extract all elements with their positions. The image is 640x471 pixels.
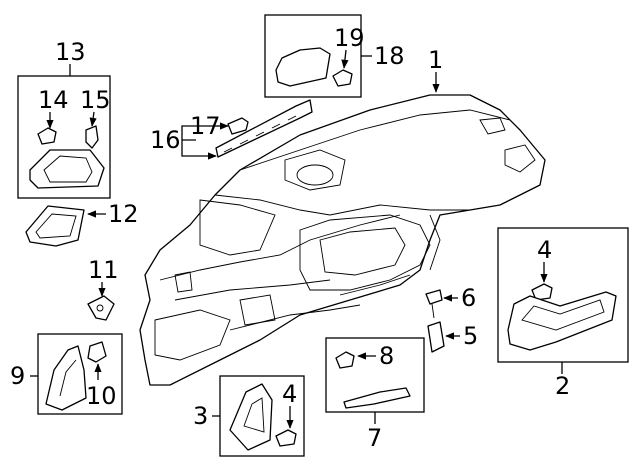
part-4-clip-b [275,429,297,447]
callout-18: 18 [374,42,405,70]
part-13-bezel [29,149,105,189]
callout-8: 8 [379,342,394,370]
box-13 [17,75,111,199]
part-12-tray [25,205,85,247]
part-11-clip [87,295,115,321]
leaders [30,49,563,429]
callout-15: 15 [80,86,111,114]
callout-4-a: 4 [537,236,552,264]
callout-14: 14 [38,86,69,114]
callout-3: 3 [193,402,208,430]
part-6-screw [425,289,443,319]
part-9-trim [45,345,87,411]
callout-16: 16 [150,126,181,154]
box-2 [497,227,629,363]
callout-1: 1 [428,46,443,74]
callout-6: 6 [461,284,476,312]
callout-10: 10 [86,382,117,410]
part-16-defroster-strip [215,99,313,158]
part-18-cover [275,47,331,87]
part-7-trim [343,387,411,409]
callout-19: 19 [334,24,365,52]
part-17-clip [227,117,249,135]
part-14-clip [37,127,57,145]
part-5-bracket [427,321,445,353]
part-10-clip [87,341,107,363]
callout-12: 12 [108,200,139,228]
callout-9: 9 [10,362,25,390]
box-9 [37,333,123,415]
callout-5: 5 [463,322,478,350]
callout-13: 13 [55,38,86,66]
callout-labels: 1 2 3 4 4 5 6 8 7 9 10 11 12 13 14 15 16… [10,24,570,452]
callout-7: 7 [367,424,382,452]
part-3-trim [229,383,273,451]
part-15-clip [85,125,99,149]
callout-11: 11 [88,256,119,284]
callout-17: 17 [190,112,221,140]
part-8-clip [335,351,355,369]
callout-4-b: 4 [282,380,297,408]
part-1-instrument-panel [139,94,546,386]
part-2-trim [507,291,617,351]
part-19-clip [332,69,353,87]
callout-2: 2 [555,372,570,400]
